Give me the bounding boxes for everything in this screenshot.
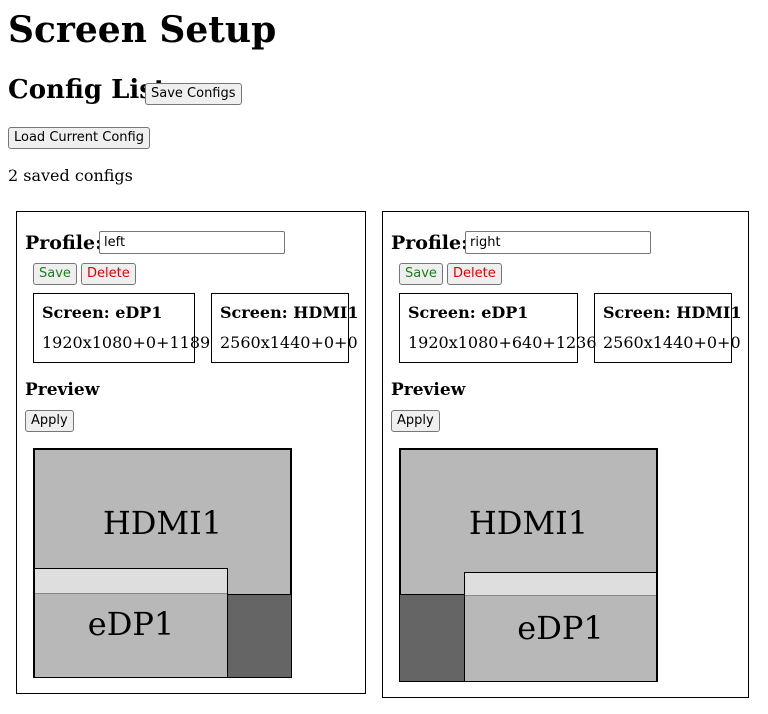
screen-info-edp1: Screen: eDP1 1920x1080+640+1236 xyxy=(399,293,597,363)
profile-label: Profile: xyxy=(391,232,469,254)
screen-title: Screen: HDMI1 xyxy=(220,303,359,322)
monitor-edp1[interactable]: eDP1 xyxy=(464,572,657,682)
screen-info-hdmi1: Screen: HDMI1 2560x1440+0+0 xyxy=(211,293,359,363)
screen-info-edp1: Screen: eDP1 1920x1080+0+1189 xyxy=(33,293,210,363)
monitor-label: eDP1 xyxy=(87,605,175,643)
screen-geometry: 1920x1080+640+1236 xyxy=(408,333,597,352)
screen-geometry: 2560x1440+0+0 xyxy=(603,333,741,352)
screen-title: Screen: eDP1 xyxy=(408,303,529,322)
profile-name-input[interactable] xyxy=(99,231,285,254)
save-profile-button[interactable]: Save xyxy=(399,263,443,285)
monitor-title-bar xyxy=(35,569,227,594)
preview-label: Preview xyxy=(391,380,466,400)
config-list-heading: Config List xyxy=(8,75,166,105)
load-current-config-button[interactable]: Load Current Config xyxy=(8,127,150,149)
monitor-label: eDP1 xyxy=(517,609,604,647)
monitor-title-bar xyxy=(465,573,656,596)
apply-button[interactable]: Apply xyxy=(391,410,440,432)
delete-profile-button[interactable]: Delete xyxy=(447,263,502,285)
config-card-right: Profile: Save Delete Screen: eDP1 1920x1… xyxy=(382,211,749,698)
screen-layout-preview: HDMI1 eDP1 xyxy=(33,448,292,678)
monitor-label: HDMI1 xyxy=(468,504,589,542)
screen-geometry: 1920x1080+0+1189 xyxy=(42,333,211,352)
config-list-header: Config List xyxy=(8,74,166,106)
monitor-edp1[interactable]: eDP1 xyxy=(34,568,228,678)
preview-label: Preview xyxy=(25,380,100,400)
profile-name-input[interactable] xyxy=(465,231,651,254)
page-title: Screen Setup xyxy=(8,9,277,51)
screen-layout-preview: HDMI1 eDP1 xyxy=(399,448,658,682)
delete-profile-button[interactable]: Delete xyxy=(81,263,136,285)
apply-button[interactable]: Apply xyxy=(25,410,74,432)
monitor-label: HDMI1 xyxy=(102,504,223,542)
save-configs-button[interactable]: Save Configs xyxy=(145,83,242,105)
profile-label: Profile: xyxy=(25,232,103,254)
screen-info-hdmi1: Screen: HDMI1 2560x1440+0+0 xyxy=(594,293,742,363)
screen-geometry: 2560x1440+0+0 xyxy=(220,333,358,352)
saved-configs-count: 2 saved configs xyxy=(8,166,133,185)
config-card-left: Profile: Save Delete Screen: eDP1 1920x1… xyxy=(16,211,366,694)
save-profile-button[interactable]: Save xyxy=(33,263,77,285)
screen-title: Screen: eDP1 xyxy=(42,303,163,322)
screen-title: Screen: HDMI1 xyxy=(603,303,742,322)
